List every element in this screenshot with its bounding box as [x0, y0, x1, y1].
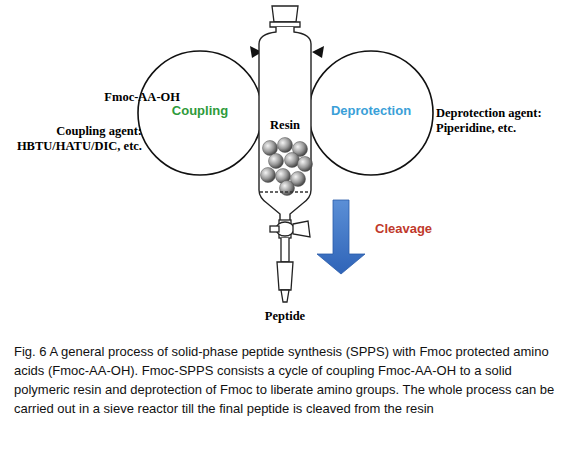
- step-label: Cleavage: [375, 221, 465, 236]
- reagent-label: Coupling agent: HBTU/HATU/DIC, etc.: [10, 124, 142, 154]
- resin-bead: [263, 141, 278, 156]
- figure-caption: Fig. 6 A general process of solid-phase …: [14, 342, 559, 418]
- reactor-column: [259, 27, 311, 222]
- reagent-label: Fmoc-AA-OH: [60, 90, 180, 105]
- node-label: Deprotection: [331, 103, 411, 118]
- deprotection-cycle: Deprotection: [309, 51, 433, 175]
- node-label: Coupling: [172, 103, 228, 118]
- stopcock: [270, 220, 310, 262]
- resin-bead: [280, 181, 295, 196]
- cleavage-arrow: [317, 200, 365, 274]
- glass-stopper: [270, 6, 300, 27]
- resin-bead: [261, 168, 276, 183]
- resin-bead: [285, 153, 300, 168]
- resin-bead: [298, 157, 313, 172]
- node-label: Resin: [270, 118, 300, 133]
- resin-bead: [278, 138, 293, 153]
- resin-beads: [261, 138, 313, 196]
- outlet-joint: [277, 262, 293, 302]
- product-label: Peptide: [240, 309, 330, 324]
- resin-bead: [269, 154, 284, 169]
- sieve-frit: [260, 191, 310, 192]
- coupling-cycle: Coupling: [138, 51, 262, 175]
- reagent-label: Deprotection agent: Piperidine, etc.: [436, 106, 564, 136]
- reactor-resin-zone: Resin: [261, 118, 309, 138]
